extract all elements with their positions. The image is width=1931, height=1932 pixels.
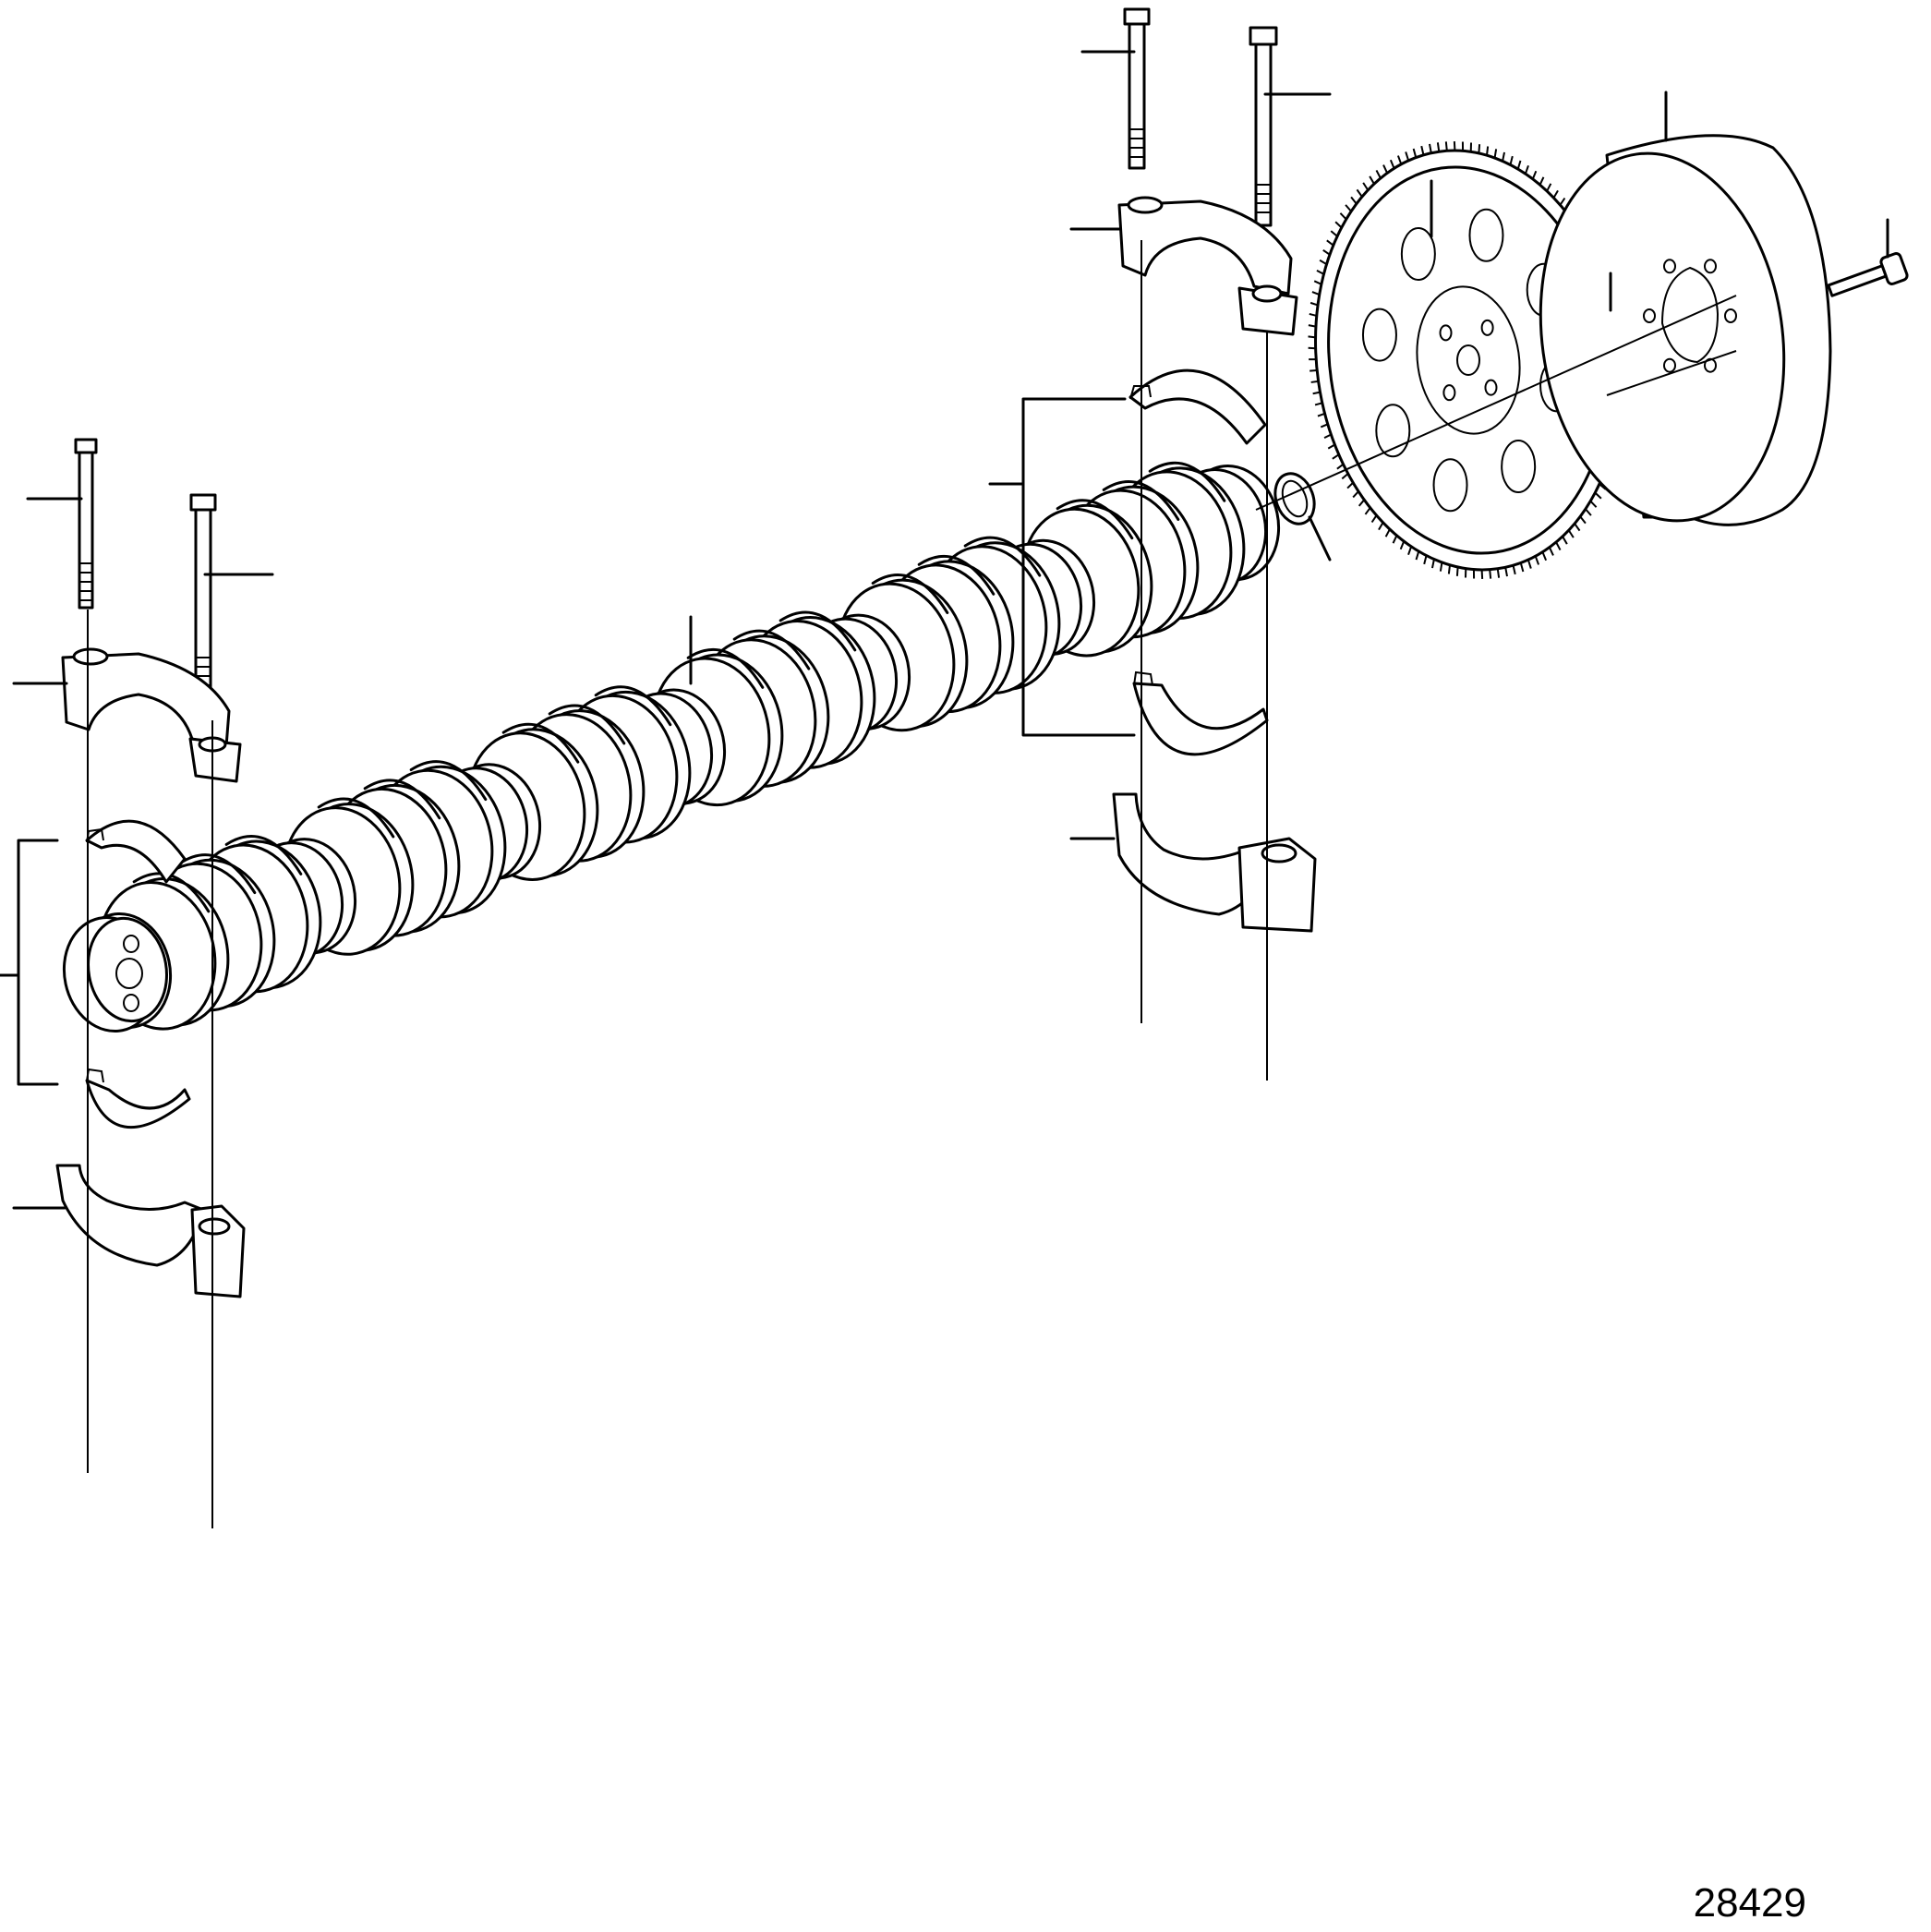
gear-lightening-hole (1375, 404, 1411, 458)
camshaft-gear (1308, 141, 1629, 579)
bolt-right-1 (1123, 7, 1151, 170)
bearing-cap-lower-right (1112, 792, 1317, 933)
gear-bolt-hole (1442, 384, 1456, 402)
bolt-left-1 (74, 438, 98, 610)
bolt-left-2 (189, 493, 217, 706)
gear-lightening-hole (1501, 440, 1537, 494)
vibration-damper (1539, 134, 1832, 526)
camshaft-bolt-hole (123, 935, 139, 953)
gear-bolt-hole (1484, 379, 1498, 396)
gear-center-hole (1456, 344, 1480, 376)
damper-bolt-hole (1704, 259, 1717, 274)
assembly-lines (87, 240, 1737, 1528)
drawing-number: 28429 (1693, 1880, 1806, 1926)
bearing-shell-lower-left (85, 1068, 191, 1129)
bearing-cap-upper-left (61, 647, 242, 783)
bearing-cap-lower-left (55, 1164, 246, 1298)
damper-bolt-hole (1643, 308, 1656, 323)
leader-lines (0, 50, 1889, 1210)
gear-bolt-hole (1480, 319, 1494, 336)
gear-hub (1416, 285, 1521, 435)
bearing-shell-upper-right (1128, 368, 1267, 445)
damper-bolt-hole (1724, 308, 1737, 323)
camshaft (62, 461, 1281, 1033)
thrust-washer (1273, 472, 1316, 525)
damper-bolt-hole (1663, 259, 1676, 274)
damper-bolt-hole (1663, 357, 1676, 373)
camshaft-center-hole (115, 958, 143, 989)
gear-bolt (1827, 252, 1909, 297)
bearing-cap-upper-right (1117, 196, 1298, 336)
camshaft-front-end (87, 916, 168, 1023)
gear-lightening-hole (1432, 458, 1468, 513)
bolt-right-2 (1249, 26, 1278, 227)
gear-lightening-hole (1361, 308, 1397, 362)
gear-lightening-hole (1400, 226, 1436, 281)
bearing-shell-upper-left (85, 819, 187, 884)
bearing-shell-lower-right (1132, 670, 1269, 756)
camshaft-bolt-hole (123, 994, 139, 1012)
gear-lightening-hole (1468, 208, 1504, 262)
gear-bolt-hole (1439, 324, 1453, 342)
